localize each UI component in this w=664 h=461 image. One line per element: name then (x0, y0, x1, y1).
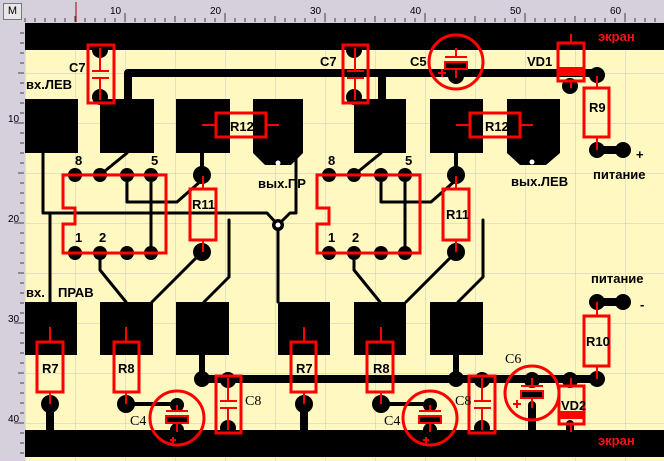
chip-outline-left[interactable] (61, 173, 168, 255)
ruler-label: 20 (210, 6, 222, 17)
chip-right-pin1: 1 (328, 230, 335, 245)
power-minus-label: питание (591, 271, 644, 286)
chip-left-pin1: 1 (75, 230, 82, 245)
label-r8-left: R8 (118, 361, 135, 376)
label-r7-left: R7 (42, 361, 59, 376)
chip-left-pin5: 5 (151, 153, 158, 168)
minus-sign: - (640, 297, 644, 312)
ruler-label: 60 (610, 6, 622, 17)
diodes[interactable] (556, 34, 586, 432)
chip-outline-right[interactable] (315, 173, 422, 255)
chip-left-pin2: 2 (99, 230, 106, 245)
ruler-label: 10 (110, 6, 122, 17)
input-left-label: вх.ЛЕВ (26, 77, 72, 92)
output-left-label: вых.ЛЕВ (511, 174, 568, 189)
power-plus-label: питание (593, 167, 646, 182)
junction-dot (275, 222, 281, 228)
chip-right-pin2: 2 (352, 230, 359, 245)
output-pin-dot (275, 160, 281, 166)
ruler-label: 40 (8, 414, 20, 425)
ruler-label: 30 (310, 6, 322, 17)
screen-bus-bottom[interactable] (25, 430, 664, 457)
label-r8-right: R8 (373, 361, 390, 376)
chip-right-pin8: 8 (328, 153, 335, 168)
label-r12-left: R12 (230, 119, 254, 134)
label-c8-right: C8 (455, 394, 471, 409)
screen-label-top: экран (598, 29, 635, 44)
label-r9: R9 (589, 100, 606, 115)
ruler-label: 40 (410, 6, 422, 17)
chip-right-pin5: 5 (405, 153, 412, 168)
label-c6: C6 (505, 352, 521, 367)
ruler-label: 10 (8, 114, 20, 125)
label-r10: R10 (586, 334, 610, 349)
left-ruler[interactable] (0, 0, 24, 461)
label-c7-right: C7 (320, 54, 337, 69)
output-right-label: вых.ПР (258, 176, 306, 191)
resistors[interactable] (35, 76, 611, 404)
capacitors[interactable] (86, 33, 561, 447)
label-r7-right: R7 (296, 361, 313, 376)
ruler-label: 20 (8, 214, 20, 225)
top-ruler[interactable] (0, 0, 664, 22)
label-vd2: VD2 (561, 398, 586, 413)
ruler-ticks (14, 13, 656, 454)
output-pin-dot (529, 159, 535, 165)
label-c7-left: C7 (69, 60, 86, 75)
input-right-label-a: вх. (26, 285, 45, 300)
label-c4-right: C4 (384, 414, 400, 429)
screen-label-bottom: экран (598, 433, 635, 448)
label-r12-right: R12 (485, 119, 509, 134)
input-right-label-b: ПРАВ (58, 285, 94, 300)
label-r11-right: R11 (446, 207, 469, 222)
ruler-label: 30 (8, 314, 20, 325)
m-button[interactable]: M (3, 3, 22, 20)
plus-sign: + (636, 147, 644, 162)
label-c5: C5 (410, 54, 427, 69)
label-vd1: VD1 (527, 54, 552, 69)
label-r11-left: R11 (192, 197, 215, 212)
label-c8-left: C8 (245, 394, 261, 409)
ruler-label: 50 (510, 6, 522, 17)
label-c4-left: C4 (130, 414, 146, 429)
chip-left-pin8: 8 (75, 153, 82, 168)
